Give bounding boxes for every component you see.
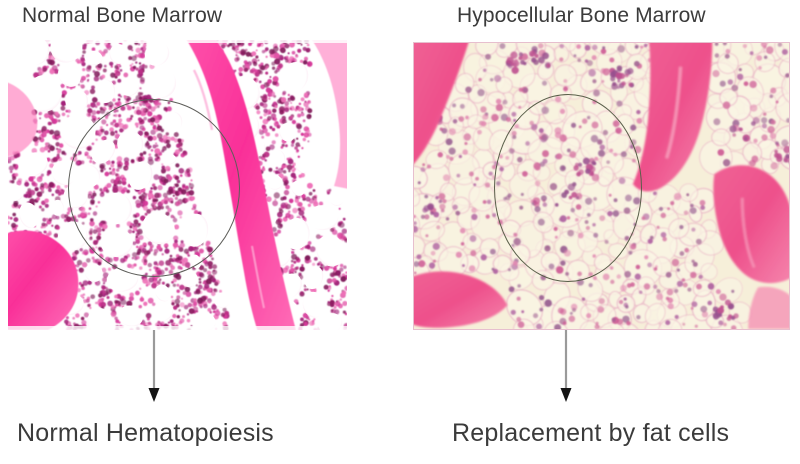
arrow-hypocellular-to-caption (560, 330, 572, 402)
micrograph-normal-canvas (8, 40, 347, 330)
micrograph-hypocellular-canvas (414, 43, 789, 329)
sparse-hematopoietic-cells (414, 43, 789, 329)
arrow-normal-to-caption (148, 330, 160, 402)
bone-trabeculae-normal (8, 40, 347, 330)
bone-trabeculae-hypocellular (414, 43, 789, 329)
micrograph-hypocellular-bone-marrow (413, 42, 790, 330)
panel-caption-hypocellular: Replacement by fat cells (452, 419, 730, 447)
panel-caption-normal: Normal Hematopoiesis (17, 419, 274, 447)
panel-title-normal: Normal Bone Marrow (22, 4, 223, 27)
micrograph-normal-bone-marrow (8, 40, 347, 330)
panel-title-hypocellular: Hypocellular Bone Marrow (457, 4, 706, 27)
